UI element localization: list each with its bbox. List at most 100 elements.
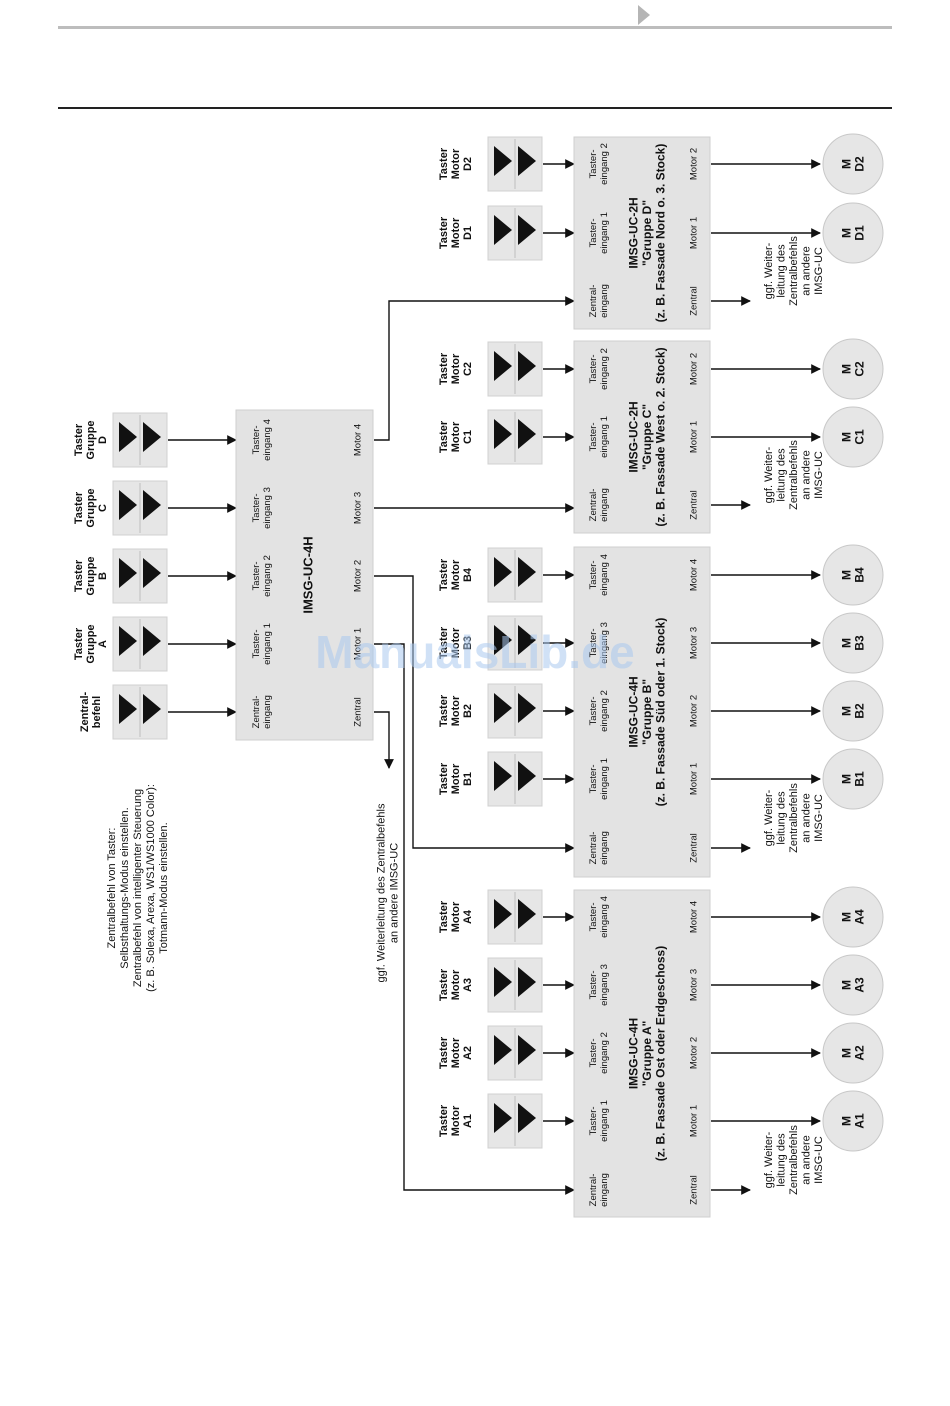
main-input-label: Zentral-eingang — [251, 695, 273, 729]
motor-button-b2 — [487, 683, 543, 739]
main-button-1 — [112, 616, 168, 672]
central-command-note-line: Totmann-Modus einstellen. — [158, 822, 170, 953]
group-title: IMSG-UC-2H"Gruppe D"(z. B. Fassade Nord … — [627, 144, 668, 323]
motor-button-b1 — [487, 751, 543, 807]
motor-label-line: M — [840, 432, 854, 442]
main-forward-note-line: an andere IMSG-UC — [388, 843, 400, 943]
group-forward-note-line: ggf. Weiter- — [763, 242, 775, 299]
group-forward-note-line: IMSG-UC — [813, 247, 825, 295]
group-input-label-line: eingang 2 — [599, 690, 610, 732]
arrow-up-icon — [494, 761, 512, 791]
arrow-down-icon — [518, 557, 536, 587]
group-input-label-line: eingang — [599, 284, 610, 318]
group-output-label: Motor 4 — [688, 559, 699, 591]
group-input-label: Taster-eingang 3 — [588, 964, 610, 1006]
motor-label-line: A4 — [853, 909, 867, 925]
motor-button-label-line: B3 — [462, 636, 474, 650]
group-input-label-line: Taster- — [588, 628, 599, 657]
main-button-label-line: befehl — [91, 696, 103, 728]
group-input-label-line: Taster- — [588, 1106, 599, 1135]
motor-button-a2 — [487, 1025, 543, 1081]
group-input-label-line: eingang 2 — [599, 1032, 610, 1074]
motor-button-b4 — [487, 547, 543, 603]
main-forward-wire — [374, 711, 394, 769]
motor-button-label-line: Motor — [450, 627, 462, 658]
main-controller-title: IMSG-UC-4H — [301, 536, 316, 613]
main-input-label-line: Zentral- — [251, 696, 262, 729]
group-input-label: Taster-eingang 1 — [588, 212, 610, 254]
group-input-label-line: Taster- — [588, 422, 599, 451]
motor-label-line: M — [840, 706, 854, 716]
group-title-line: IMSG-UC-2H — [627, 197, 641, 268]
motor-button-label-line: C1 — [462, 430, 474, 444]
motor-circle-icon — [822, 406, 884, 468]
motor-button-c1 — [487, 409, 543, 465]
motor-circle-icon — [822, 748, 884, 810]
motor-circle-icon — [822, 886, 884, 948]
group-output-label: Motor 1 — [688, 217, 699, 249]
main-input-label-line: eingang 2 — [262, 555, 273, 597]
group-output-label-line: Zentral — [688, 1175, 699, 1205]
motor-button-label-line: Motor — [450, 763, 462, 794]
group-output-label: Motor 3 — [688, 969, 699, 1001]
motor-label-line: A3 — [853, 977, 867, 993]
arrow-up-icon — [119, 694, 137, 724]
group-forward-note-line: Zentralbefehls — [788, 440, 800, 510]
group-output-label-line: Zentral — [688, 286, 699, 316]
group-d-box — [573, 136, 711, 330]
group-forward-note-line: leitung des — [775, 791, 787, 845]
group-forward-note-line: Zentralbefehls — [788, 783, 800, 853]
main-output-label: Motor 4 — [352, 424, 363, 456]
group-output-label-line: Motor 1 — [688, 1105, 699, 1137]
motor-label-line: M — [840, 774, 854, 784]
motor-circle-icon — [822, 1022, 884, 1084]
arrow-up-icon — [494, 215, 512, 245]
group-forward-note-line: ggf. Weiter- — [763, 789, 775, 846]
arrow-down-icon — [518, 351, 536, 381]
motor-button-label-line: Motor — [450, 1037, 462, 1068]
motor-circle-icon — [822, 202, 884, 264]
arrow-up-icon — [494, 899, 512, 929]
group-input-label-line: eingang 3 — [599, 622, 610, 664]
group-output-label-line: Motor 2 — [688, 353, 699, 385]
main-button-label-line: Taster — [73, 627, 85, 660]
group-title-line: "Gruppe A" — [640, 1021, 654, 1087]
group-input-label-line: eingang 1 — [599, 212, 610, 254]
main-button-label-line: Taster — [73, 559, 85, 592]
motor-button-label-line: B2 — [462, 704, 474, 718]
labels: IMSG-UC-4HZentral-eingangTaster-eingang … — [73, 143, 825, 1207]
arrow-down-icon — [518, 1035, 536, 1065]
main-button-label-line: A — [97, 640, 109, 648]
buttons — [112, 136, 543, 1149]
group-input-label: Zentral-eingang — [588, 831, 610, 865]
main-button-label-line: Gruppe — [85, 420, 97, 459]
motor-button-d2 — [487, 136, 543, 192]
group-output-label: Motor 1 — [688, 1105, 699, 1137]
motor-label-line: M — [840, 980, 854, 990]
motor-button-label-line: Taster — [438, 147, 450, 180]
central-command-note-line: Selbsthaltungs-Modus einstellen. — [119, 807, 131, 968]
group-title-line: IMSG-UC-2H — [627, 401, 641, 472]
group-c-box — [573, 340, 711, 534]
group-forward-note-line: leitung des — [775, 244, 787, 298]
motor-button-label-line: B1 — [462, 772, 474, 786]
group-output-label: Motor 2 — [688, 695, 699, 727]
group-output-label: Motor 2 — [688, 1037, 699, 1069]
main-input-label-line: Taster- — [251, 629, 262, 658]
motor-label-line: B1 — [853, 771, 867, 787]
central-command-note-line: Zentralbefehl von intelligenter Steuerun… — [132, 789, 144, 987]
motor-button-label-line: Motor — [450, 969, 462, 1000]
central-command-note: Zentralbefehl von Taster:Selbsthaltungs-… — [106, 784, 170, 992]
